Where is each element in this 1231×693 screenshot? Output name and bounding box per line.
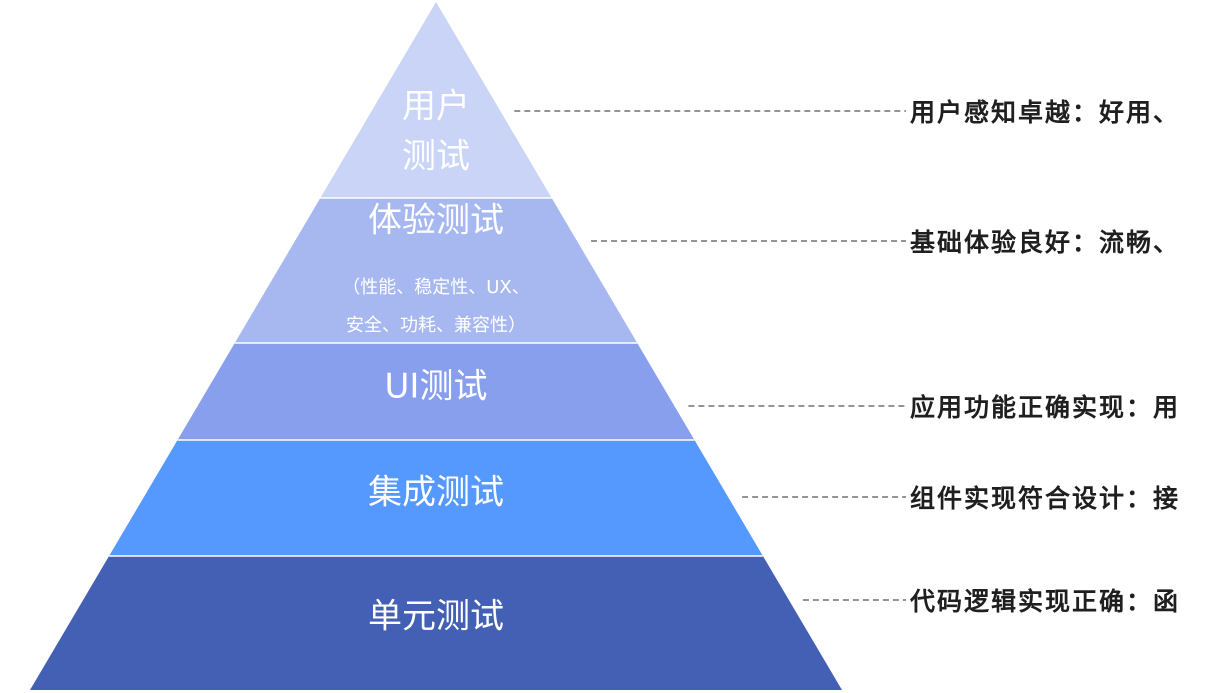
tier-label-unit-test: 单元测试 (368, 597, 504, 637)
annotation-unit-test: 代码逻辑实现正确：函 (909, 587, 1180, 616)
tier-label-user-test: 用户 (402, 87, 470, 127)
tier-label-ui-test: UI测试 (385, 367, 488, 407)
annotation-integration-test: 组件实现符合设计：接 (910, 484, 1180, 513)
tier-label-user-test: 测试 (402, 137, 470, 177)
pyramid-tiers (30, 2, 842, 690)
tier-label-integration-test: 集成测试 (368, 473, 504, 513)
tier-sublabel-experience-test: （性能、稳定性、UX、 (342, 277, 530, 298)
annotation-leader-lines (514, 110, 906, 601)
tier-label-experience-test: 体验测试 (368, 201, 504, 241)
tier-unit-test (30, 556, 842, 690)
tier-integration-test (109, 440, 763, 556)
tier-experience-test (234, 198, 638, 343)
tier-annotations: 用户感知卓越：好用、基础体验良好：流畅、应用功能正确实现：用组件实现符合设计：接… (909, 98, 1180, 616)
annotation-ui-test: 应用功能正确实现：用 (910, 393, 1180, 422)
annotation-experience-test: 基础体验良好：流畅、 (910, 228, 1180, 257)
annotation-user-test: 用户感知卓越：好用、 (910, 98, 1180, 127)
tier-sublabel-experience-test: 安全、功耗、兼容性） (346, 315, 526, 336)
tier-ui-test (177, 343, 695, 440)
tier-user-test (320, 2, 552, 198)
